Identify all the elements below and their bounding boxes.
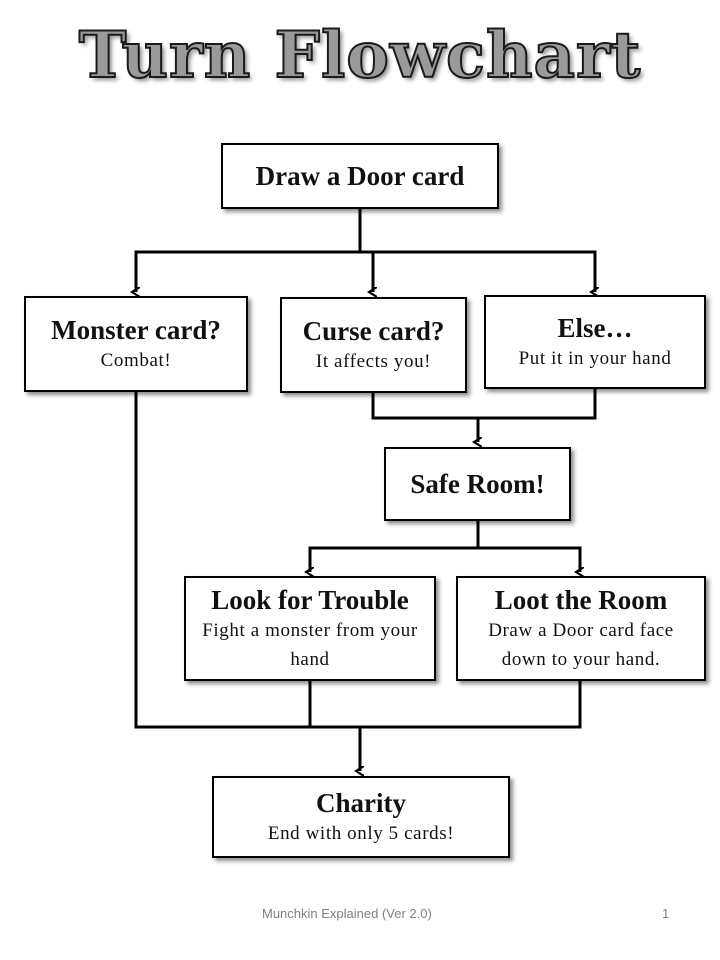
page-number: 1 [662,906,670,921]
node-loot-the-room: Loot the Room Draw a Door card face down… [456,576,706,681]
node-curse-card: Curse card? It affects you! [280,297,467,393]
footer-text: Munchkin Explained (Ver 2.0) [262,906,432,921]
node-label: Look for Trouble [211,584,409,615]
node-monster-card: Monster card? Combat! [24,296,248,392]
node-draw-door-card: Draw a Door card [221,143,499,209]
node-sub: End with only 5 cards! [267,822,455,844]
node-sub: Put it in your hand [518,347,672,369]
node-label: Monster card? [51,314,221,345]
node-label: Loot the Room [494,584,668,615]
node-label: Draw a Door card [255,161,465,191]
node-label: Charity [316,787,406,818]
node-sub: It affects you! [315,350,432,372]
node-label: Safe Room! [410,469,545,499]
node-charity: Charity End with only 5 cards! [212,776,510,858]
node-label: Else… [557,312,633,343]
node-look-for-trouble: Look for Trouble Fight a monster from yo… [184,576,436,681]
node-sub: Fight a monster from your hand [202,619,418,670]
node-sub: Draw a Door card face down to your hand. [488,619,674,670]
node-sub: Combat! [100,349,172,371]
node-label: Curse card? [302,315,445,346]
node-else: Else… Put it in your hand [484,295,706,389]
page-title: Turn Flowchart [78,17,642,94]
page-footer: Munchkin Explained (Ver 2.0) 1 [0,906,720,926]
node-safe-room: Safe Room! [384,447,571,521]
